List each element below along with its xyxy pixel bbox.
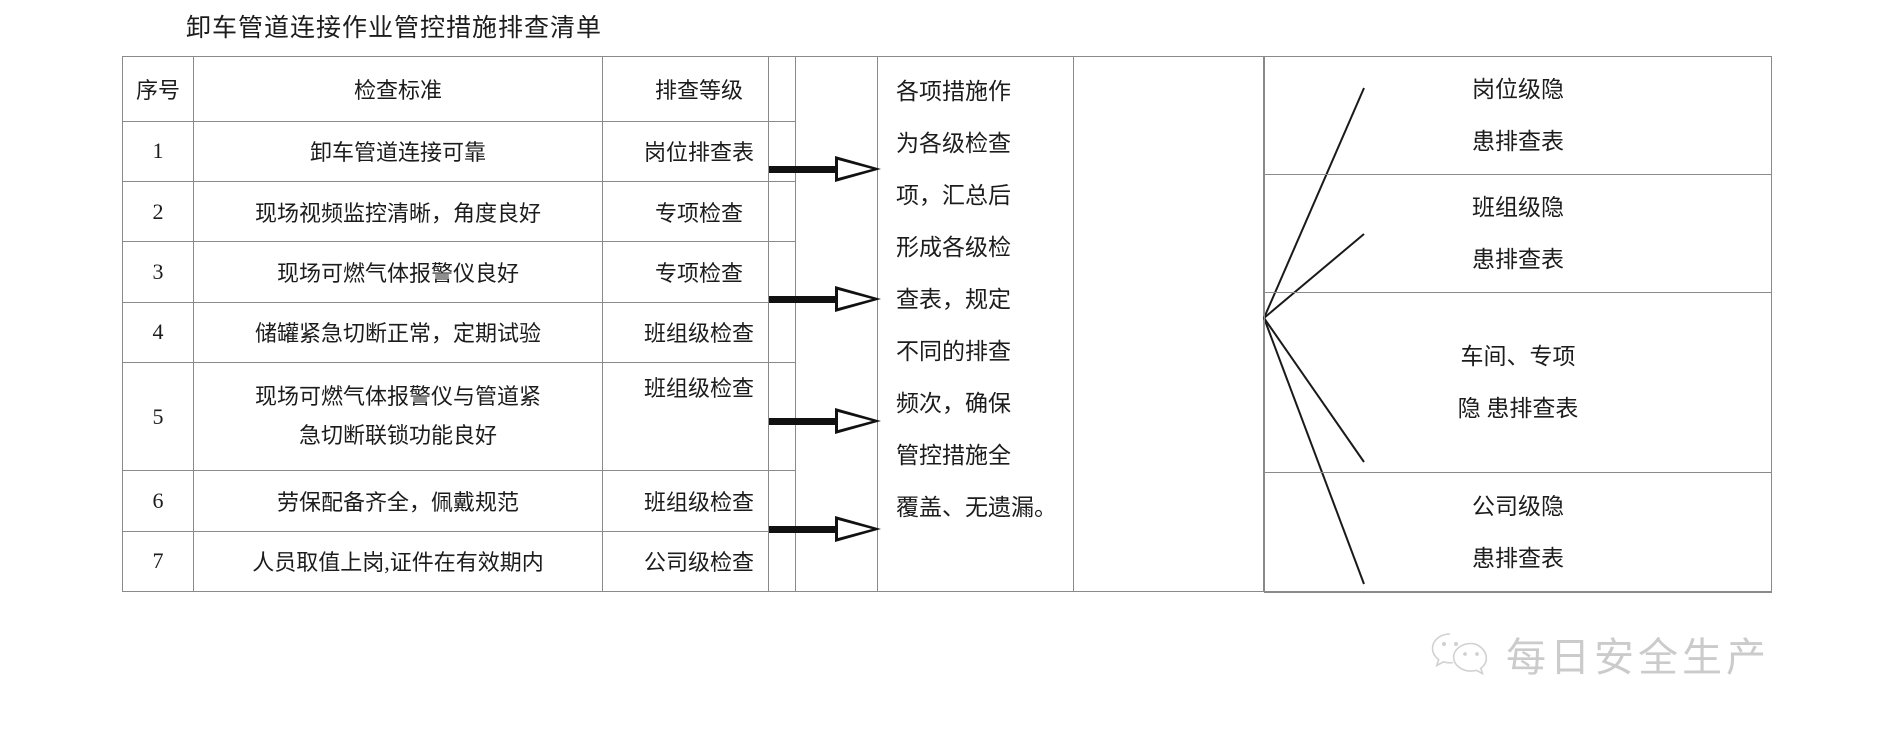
cell-standard-line2: 急切断联锁功能良好 xyxy=(298,422,497,448)
table-row: 2 现场视频监控清晰，角度良好 专项检查 xyxy=(122,180,796,243)
watermark-text: 每日安全生产 xyxy=(1506,635,1770,680)
results-row: 车间、专项 隐 患排查表 xyxy=(1264,292,1772,473)
cell-standard: 卸车管道连接可靠 xyxy=(193,120,603,182)
results-row: 岗位级隐 患排查表 xyxy=(1264,56,1772,175)
right-arrow-icon xyxy=(769,156,881,182)
statement-line: 频次，确保 xyxy=(896,391,1011,416)
cell-level: 专项检查 xyxy=(602,241,796,303)
header-cell-level: 排查等级 xyxy=(602,56,796,122)
cell-no: 1 xyxy=(122,120,194,182)
header-cell-standard: 检查标准 xyxy=(193,56,603,122)
cell-level: 班组级检查 xyxy=(602,301,796,363)
cell-standard-multiline: 现场可燃气体报警仪与管道紧 急切断联锁功能良好 xyxy=(193,361,603,472)
cell-level: 班组级检查 xyxy=(602,470,796,532)
cell-standard-line1: 现场可燃气体报警仪与管道紧 xyxy=(254,384,541,410)
right-arrow-icon xyxy=(769,286,881,312)
results-row: 公司级隐 患排查表 xyxy=(1264,472,1772,593)
cell-standard: 现场视频监控清晰，角度良好 xyxy=(193,180,603,243)
center-statement-column: 各项措施作 为各级检查 项，汇总后 形成各级检 查表，规定 不同的排查 频次，确… xyxy=(878,56,1074,592)
results-cell-line2: 患排查表 xyxy=(1472,128,1564,154)
page-title: 卸车管道连接作业管控措施排查清单 xyxy=(186,15,603,42)
table-row: 6 劳保配备齐全，佩戴规范 班组级检查 xyxy=(122,470,796,532)
table-header-row: 序号 检查标准 排查等级 xyxy=(122,56,796,122)
header-cell-no: 序号 xyxy=(122,56,194,122)
table-row: 3 现场可燃气体报警仪良好 专项检查 xyxy=(122,241,796,303)
cell-level: 岗位排查表 xyxy=(602,120,796,182)
statement-line: 覆盖、无遗漏。 xyxy=(896,495,1057,520)
cell-standard: 现场可燃气体报警仪良好 xyxy=(193,241,603,303)
results-cell-line1: 公司级隐 xyxy=(1472,493,1564,519)
statement-line: 项，汇总后 xyxy=(896,183,1011,208)
fan-connector-column xyxy=(1074,56,1264,592)
statement-line: 各项措施作 xyxy=(896,79,1011,104)
results-row: 班组级隐 患排查表 xyxy=(1264,174,1772,293)
cell-no: 4 xyxy=(122,301,194,363)
statement-line: 为各级检查 xyxy=(896,131,1011,156)
cell-no: 5 xyxy=(122,361,194,472)
table-row: 4 储罐紧急切断正常，定期试验 班组级检查 xyxy=(122,301,796,363)
cell-level: 班组级检查 xyxy=(602,361,796,472)
cell-no: 3 xyxy=(122,241,194,303)
cell-level: 公司级检查 xyxy=(602,530,796,593)
table-row: 5 现场可燃气体报警仪与管道紧 急切断联锁功能良好 班组级检查 xyxy=(122,361,796,472)
statement-line: 形成各级检 xyxy=(896,235,1011,260)
cell-standard: 储罐紧急切断正常，定期试验 xyxy=(193,301,603,363)
right-arrow-icon xyxy=(769,408,881,434)
results-cell-company-level: 公司级隐 患排查表 xyxy=(1264,472,1772,593)
cell-no: 7 xyxy=(122,530,194,593)
checklist-table: 序号 检查标准 排查等级 1 卸车管道连接可靠 岗位排查表 2 现场视频监控清晰… xyxy=(122,56,796,593)
results-cell-line2: 患排查表 xyxy=(1472,246,1564,272)
center-statement-text: 各项措施作 为各级检查 项，汇总后 形成各级检 查表，规定 不同的排查 频次，确… xyxy=(896,66,1058,582)
results-table: 岗位级隐 患排查表 班组级隐 患排查表 车间、专项 隐 患排查表 公司级隐 患排… xyxy=(1264,56,1772,593)
cell-standard: 劳保配备齐全，佩戴规范 xyxy=(193,470,603,532)
results-cell-team-level: 班组级隐 患排查表 xyxy=(1264,174,1772,293)
statement-line: 查表，规定 xyxy=(896,287,1011,312)
results-cell-line1: 车间、专项 xyxy=(1460,343,1576,369)
arrow-column xyxy=(768,56,881,592)
results-cell-line1: 班组级隐 xyxy=(1472,194,1564,220)
right-arrow-icon xyxy=(769,516,881,542)
results-cell-line1: 岗位级隐 xyxy=(1472,76,1564,102)
results-cell-line2: 患排查表 xyxy=(1472,545,1564,571)
wechat-icon xyxy=(1431,633,1488,676)
results-cell-workshop-level: 车间、专项 隐 患排查表 xyxy=(1264,292,1772,473)
cell-no: 2 xyxy=(122,180,194,243)
results-cell-line2: 隐 患排查表 xyxy=(1457,395,1579,421)
results-cell-post-level: 岗位级隐 患排查表 xyxy=(1264,56,1772,175)
cell-standard: 人员取值上岗,证件在有效期内 xyxy=(193,530,603,593)
table-row: 7 人员取值上岗,证件在有效期内 公司级检查 xyxy=(122,530,796,593)
statement-line: 管控措施全 xyxy=(896,443,1011,468)
table-row: 1 卸车管道连接可靠 岗位排查表 xyxy=(122,120,796,182)
watermark: 每日安全生产 xyxy=(1430,625,1770,683)
cell-level: 专项检查 xyxy=(602,180,796,243)
cell-no: 6 xyxy=(122,470,194,532)
statement-line: 不同的排查 xyxy=(896,339,1011,364)
